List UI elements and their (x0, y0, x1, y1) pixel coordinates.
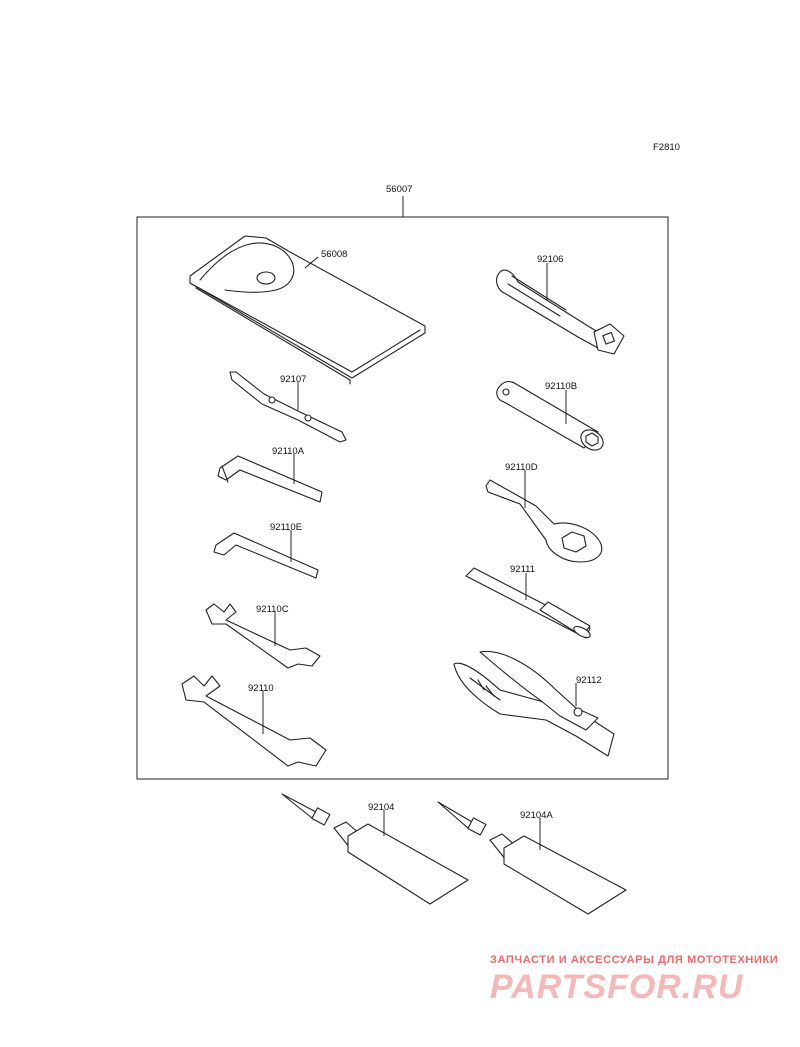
kit-frame (136, 216, 669, 780)
part-label-92110A: 92110A (272, 446, 305, 457)
part-label-56008: 56008 (321, 249, 347, 260)
part-label-92107: 92107 (280, 374, 306, 385)
grease-tube-92104A[interactable] (437, 801, 627, 915)
part-label-92110C: 92110C (256, 604, 289, 615)
part-label-92112: 92112 (576, 675, 602, 686)
part-label-92111: 92111 (510, 564, 535, 575)
hex-key-92110E[interactable] (213, 532, 319, 579)
part-label-92110D: 92110D (505, 462, 538, 473)
pliers-92112[interactable] (453, 650, 615, 757)
leader-56008 (304, 256, 319, 269)
ring-spanner-92110D[interactable] (485, 479, 603, 563)
part-label-92110: 92110 (248, 683, 274, 694)
screwdriver-92107[interactable] (229, 371, 347, 443)
box-wrench-92110B[interactable] (496, 381, 607, 455)
open-wrench-92110C[interactable] (205, 603, 321, 669)
hex-key-92110A[interactable] (217, 455, 323, 503)
socket-handle-92106[interactable] (496, 269, 625, 355)
part-label-92106: 92106 (537, 254, 563, 265)
part-label-92110B: 92110B (545, 381, 577, 392)
watermark-brand[interactable]: PARTSFOR.RU (490, 968, 744, 1006)
tool-pouch-56008[interactable] (189, 235, 426, 385)
extension-bar-92111[interactable] (465, 567, 592, 640)
part-label-92104: 92104 (368, 802, 394, 813)
part-label-92104A: 92104A (520, 810, 553, 821)
part-label-92110E: 92110E (270, 522, 302, 533)
grease-tube-92104[interactable] (281, 793, 469, 905)
figure-code: F2810 (653, 142, 680, 153)
kit-part-number: 56007 (386, 184, 412, 195)
open-wrench-92110[interactable] (181, 675, 327, 767)
watermark-tagline: ЗАПЧАСТИ И АКСЕССУАРЫ ДЛЯ МОТОТЕХНИКИ (490, 954, 778, 966)
